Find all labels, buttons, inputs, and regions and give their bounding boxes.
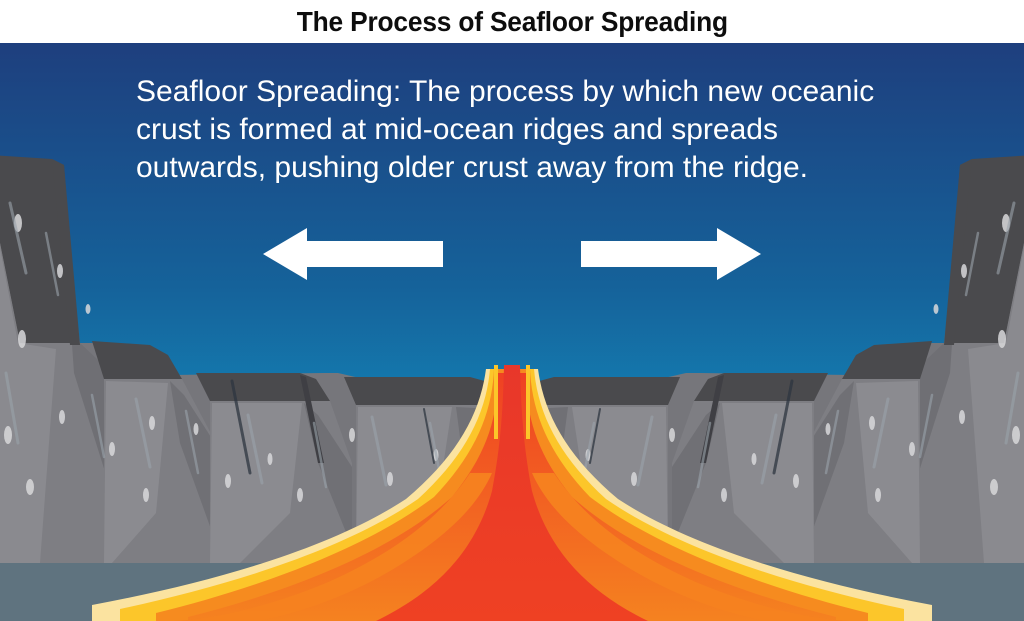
caption-line-2: crust is formed at mid-ocean ridges and … [136, 113, 778, 146]
crust-terrace-left-2 [92, 341, 216, 563]
spreading-arrow-left [263, 228, 443, 280]
crust-terrace-right-3 [672, 373, 828, 563]
page-title: The Process of Seafloor Spreading [296, 5, 728, 37]
magma-ribbon-right [532, 473, 850, 621]
crust-texture-streaks [4, 201, 1020, 489]
seafloor-spreading-svg [0, 43, 1024, 621]
magma-ribbon-left [174, 473, 492, 621]
magma-vent-channel-right [526, 365, 530, 439]
diagram-canvas: Seafloor Spreading: The process by which… [0, 43, 1024, 621]
caption-text: Seafloor Spreading: The process by which… [136, 73, 936, 187]
magma-vent-channel [494, 365, 498, 439]
magma-core-column [376, 365, 648, 621]
crust-texture-dark-fissures [230, 379, 794, 475]
caption-line-1: Seafloor Spreading: The process by which… [136, 75, 875, 108]
spreading-arrow-right [581, 228, 761, 280]
crust-terrace-left-3 [196, 373, 352, 563]
header-band: The Process of Seafloor Spreading [0, 0, 1024, 43]
caption-line-3: outwards, pushing older crust away from … [136, 151, 808, 184]
